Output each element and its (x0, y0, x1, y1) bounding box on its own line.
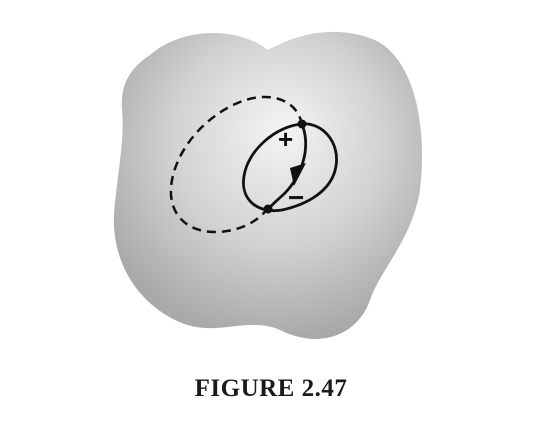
figure-caption: FIGURE 2.47 (194, 375, 348, 402)
directed-curve (267, 123, 308, 210)
minus-label: − (288, 182, 304, 213)
bottom-point (263, 204, 273, 214)
dashed-back-path (169, 95, 304, 234)
solid-closed-loop (242, 122, 338, 213)
direction-arrowhead (290, 163, 306, 186)
surface-blob (113, 31, 423, 339)
plus-label: + (278, 124, 293, 154)
top-point (297, 119, 307, 129)
